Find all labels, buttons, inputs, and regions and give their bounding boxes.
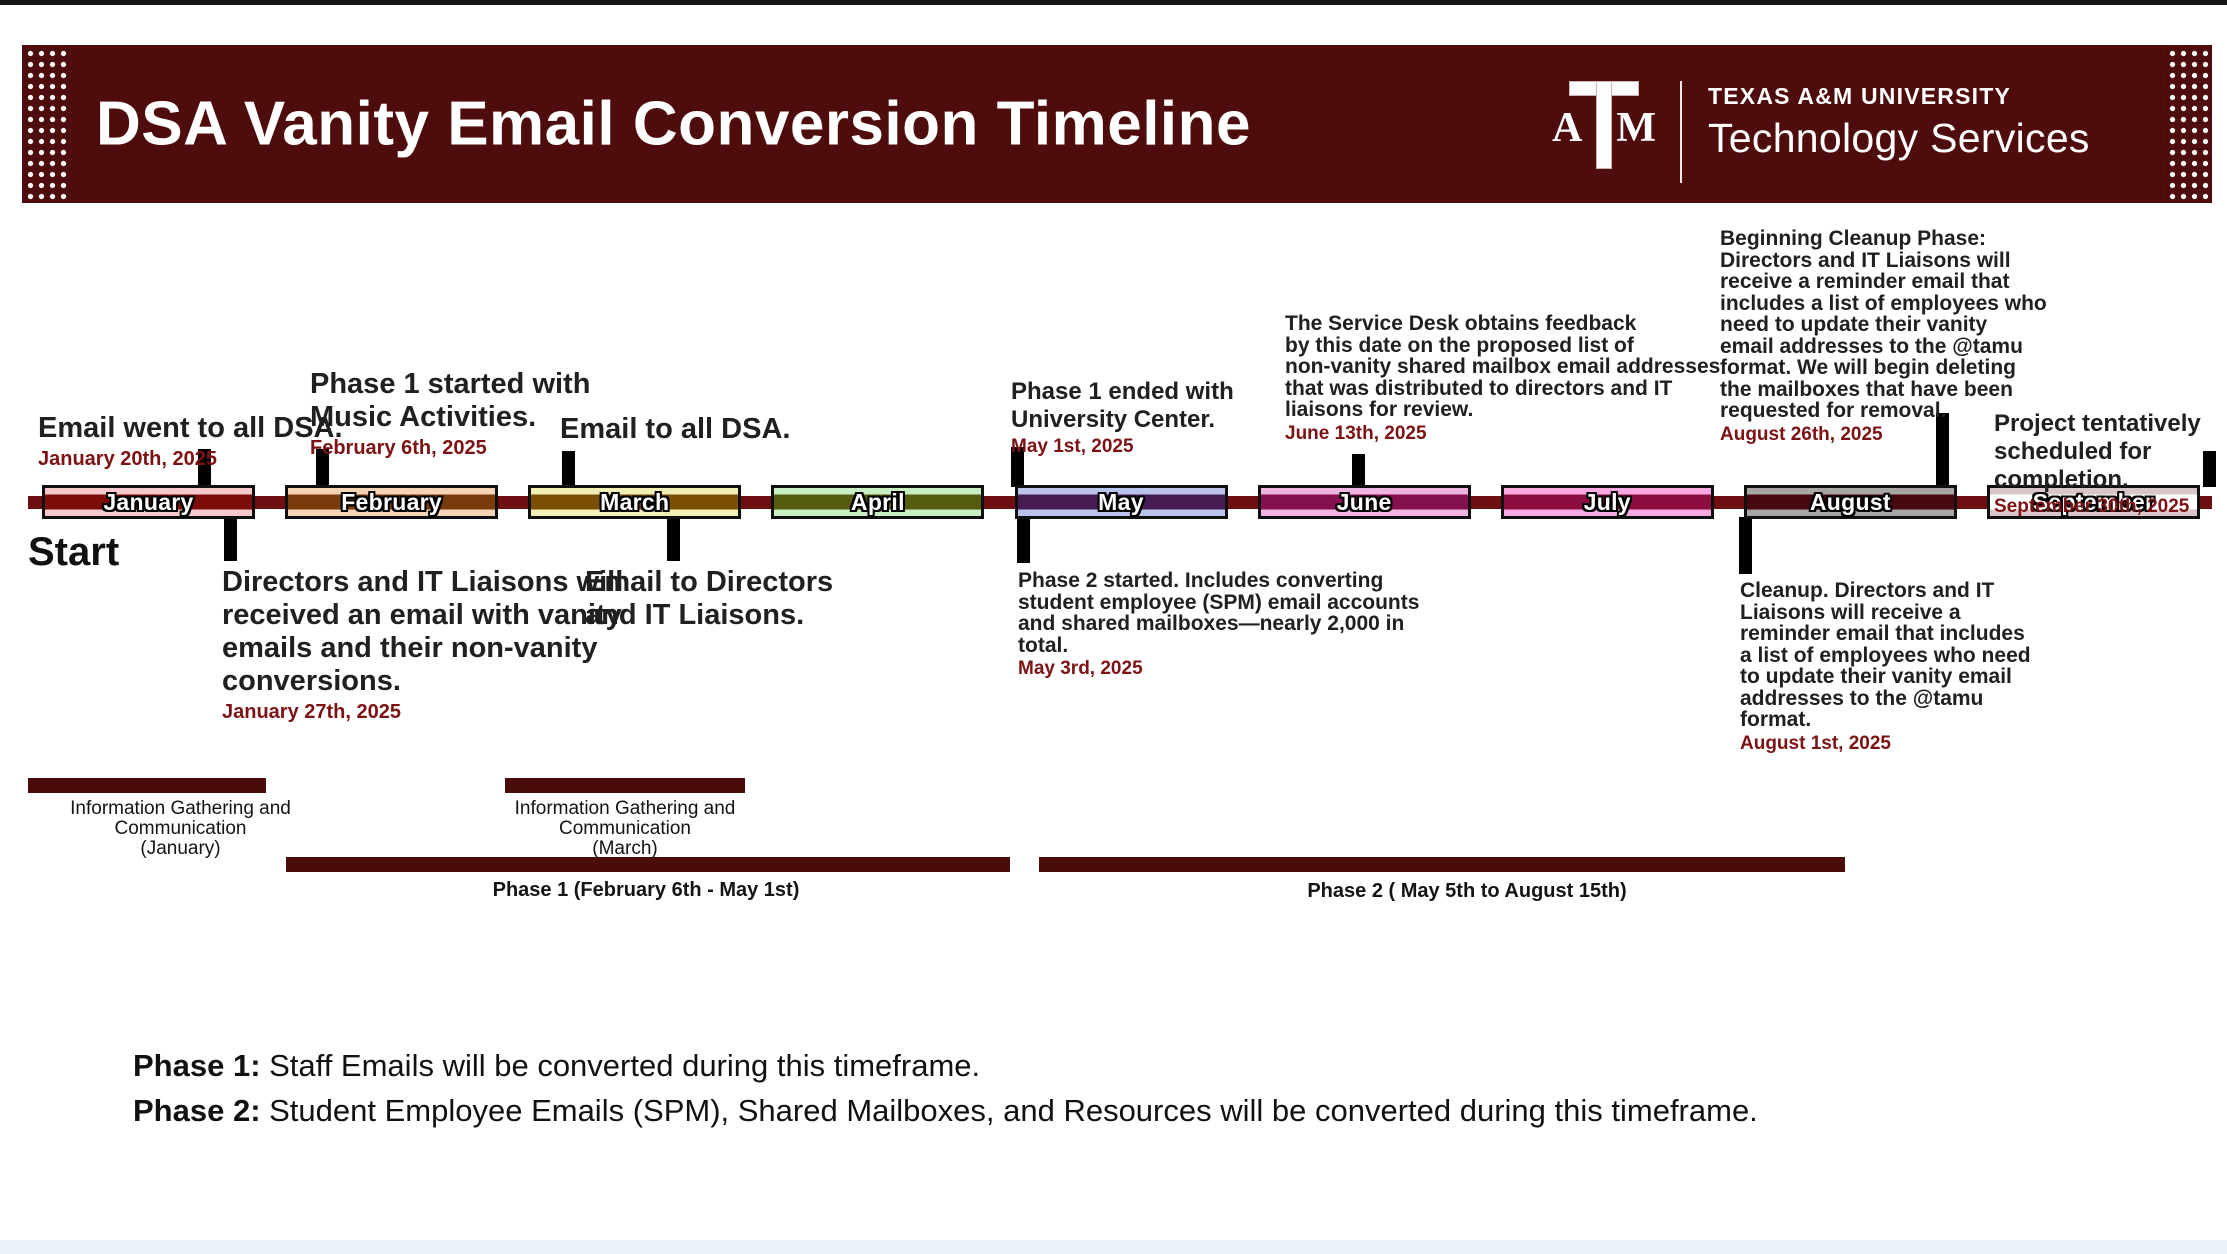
range-label-line2: (January) xyxy=(140,838,221,859)
tick-sep-30 xyxy=(2203,451,2216,487)
month-july: July xyxy=(1500,485,1714,519)
event-text: Email to all DSA. xyxy=(560,413,791,445)
tick-may-3 xyxy=(1017,517,1030,563)
range-label-line1: Information Gathering and Communication xyxy=(70,798,291,839)
event-directors-liaisons-email: Directors and IT Liaisons will received … xyxy=(222,566,623,724)
month-label: June xyxy=(1336,488,1392,515)
legend: Phase 1: Staff Emails will be converted … xyxy=(133,1043,1758,1133)
tamu-block-t-logo-icon: A M xyxy=(1550,75,1658,177)
event-email-all-dsa-jan: Email went to all DSA. January 20th, 202… xyxy=(38,412,343,471)
month-row: January February March April May June Ju… xyxy=(42,485,2200,519)
halftone-pattern-right xyxy=(2164,45,2212,203)
bottom-strip xyxy=(0,1240,2227,1254)
halftone-pattern-left xyxy=(22,45,70,203)
range-bar-phase2 xyxy=(1039,857,1845,872)
brand-divider xyxy=(1680,81,1682,183)
tick-jun-13 xyxy=(1352,454,1365,487)
tick-march-email xyxy=(562,451,575,487)
brand-university: TEXAS A&M UNIVERSITY xyxy=(1708,83,2012,109)
event-email-all-dsa-march: Email to all DSA. xyxy=(560,413,790,446)
month-label: January xyxy=(103,488,194,515)
legend-phase1-text: Staff Emails will be converted during th… xyxy=(260,1048,981,1083)
event-project-completion: Project tentatively scheduled for comple… xyxy=(1994,410,2227,518)
event-date: September 30th, 2025 xyxy=(1994,496,2190,517)
month-label: March xyxy=(600,488,670,515)
event-date: May 1st, 2025 xyxy=(1011,436,1134,457)
month-label: August xyxy=(1809,488,1891,515)
event-cleanup: Cleanup. Directors and IT Liaisons will … xyxy=(1740,580,2031,755)
event-date: August 1st, 2025 xyxy=(1740,732,1891,754)
month-label: May xyxy=(1098,488,1144,515)
month-august: August xyxy=(1743,485,1957,519)
month-february: February xyxy=(285,485,499,519)
range-bar-phase1 xyxy=(286,857,1010,872)
range-bar-info-gathering-march xyxy=(505,778,745,793)
event-phase1-ended: Phase 1 ended with University Center. Ma… xyxy=(1011,378,1234,458)
event-date: January 20th, 2025 xyxy=(38,448,217,470)
brand-department: Technology Services xyxy=(1708,115,2090,161)
event-text: Email to Directors and IT Liaisons. xyxy=(585,566,834,631)
logo-letter-m: M xyxy=(1616,105,1656,151)
range-label-line1: Information Gathering and Communication xyxy=(514,798,736,839)
event-beginning-cleanup: Beginning Cleanup Phase: Directors and I… xyxy=(1720,228,2047,446)
range-label-line2: (March) xyxy=(592,838,658,859)
event-text: The Service Desk obtains feedback by thi… xyxy=(1285,312,1721,421)
event-email-directors-liaisons: Email to Directors and IT Liaisons. xyxy=(585,566,833,632)
event-phase2-started: Phase 2 started. Includes converting stu… xyxy=(1018,570,1419,680)
tick-may-1 xyxy=(1011,447,1024,487)
tick-feb-6 xyxy=(316,449,329,487)
header-banner: DSA Vanity Email Conversion Timeline A M… xyxy=(22,45,2212,203)
month-april: April xyxy=(771,485,985,519)
legend-phase2: Phase 2: Student Employee Emails (SPM), … xyxy=(133,1088,1758,1133)
month-label: February xyxy=(341,488,443,515)
month-march: March xyxy=(528,485,742,519)
month-label: April xyxy=(850,488,905,515)
range-label-phase2: Phase 2 ( May 5th to August 15th) xyxy=(1307,880,1627,902)
event-date: August 26th, 2025 xyxy=(1720,423,1883,445)
range-label-info-gathering-january: Information Gathering and Communication … xyxy=(8,799,353,859)
tick-aug-1 xyxy=(1739,517,1752,574)
tick-jan-27 xyxy=(224,517,237,561)
tick-jan-20 xyxy=(198,449,211,487)
event-text: Phase 2 started. Includes converting stu… xyxy=(1018,569,1420,657)
event-text: Beginning Cleanup Phase: Directors and I… xyxy=(1720,227,2047,422)
month-may: May xyxy=(1014,485,1228,519)
tick-aug-26 xyxy=(1936,413,1949,487)
event-text: Phase 1 started with Music Activities. xyxy=(310,368,591,433)
event-text: Directors and IT Liaisons will received … xyxy=(222,566,624,697)
legend-phase2-text: Student Employee Emails (SPM), Shared Ma… xyxy=(260,1093,1758,1128)
top-border-line xyxy=(0,0,2227,5)
logo-t-stem xyxy=(1596,81,1612,169)
logo-letter-a: A xyxy=(1552,105,1583,151)
event-text: Email went to all DSA. xyxy=(38,412,343,444)
start-label: Start xyxy=(28,530,120,574)
event-date: May 3rd, 2025 xyxy=(1018,658,1143,679)
event-date: June 13th, 2025 xyxy=(1285,422,1427,444)
page-title: DSA Vanity Email Conversion Timeline xyxy=(96,89,1252,159)
range-bar-info-gathering-january xyxy=(28,778,266,793)
range-label-info-gathering-march: Information Gathering and Communication … xyxy=(460,799,790,859)
legend-phase1: Phase 1: Staff Emails will be converted … xyxy=(133,1043,1758,1088)
month-label: September xyxy=(2032,488,2155,515)
month-january: January xyxy=(42,485,255,519)
month-september: September xyxy=(1987,485,2200,519)
event-date: February 6th, 2025 xyxy=(310,437,487,459)
brand-text: TEXAS A&M UNIVERSITY Technology Services xyxy=(1708,83,2090,162)
legend-phase2-prefix: Phase 2: xyxy=(133,1093,261,1128)
event-text: Phase 1 ended with University Center. xyxy=(1011,378,1234,433)
event-service-desk-feedback: The Service Desk obtains feedback by thi… xyxy=(1285,313,1720,445)
range-label-phase1: Phase 1 (February 6th - May 1st) xyxy=(492,879,800,901)
event-text: Cleanup. Directors and IT Liaisons will … xyxy=(1740,579,2031,731)
legend-phase1-prefix: Phase 1: xyxy=(133,1048,261,1083)
event-date: January 27th, 2025 xyxy=(222,701,401,723)
event-text: Project tentatively scheduled for comple… xyxy=(1994,410,2201,493)
event-phase1-started: Phase 1 started with Music Activities. F… xyxy=(310,368,590,460)
tick-march-directors xyxy=(667,517,680,561)
month-june: June xyxy=(1257,485,1471,519)
month-label: July xyxy=(1583,488,1631,515)
